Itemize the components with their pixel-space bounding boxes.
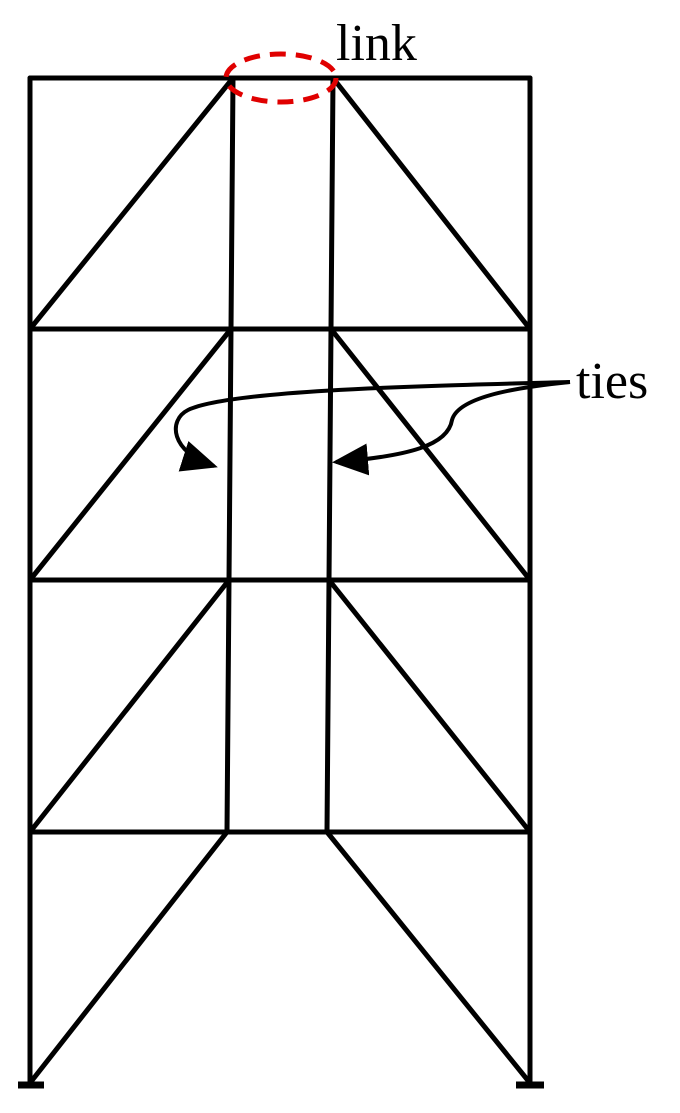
inner-left-column bbox=[224, 75, 236, 835]
ties-label: ties bbox=[576, 353, 648, 410]
brace-left-storey-2 bbox=[27, 577, 232, 835]
link-label: link bbox=[336, 15, 417, 72]
brace-right-storey-2 bbox=[326, 577, 533, 835]
ties-arrow-right bbox=[332, 380, 571, 476]
link-marker-ellipse bbox=[223, 51, 339, 105]
brace-left-storey-4 bbox=[27, 75, 236, 332]
inner-right-column bbox=[324, 75, 336, 835]
brace-left-storey-3 bbox=[27, 326, 234, 583]
ties-arrow-left bbox=[173, 380, 571, 472]
brace-left-storey-1 bbox=[27, 829, 230, 1086]
brace-right-storey-4 bbox=[330, 75, 533, 332]
brace-right-storey-3 bbox=[328, 326, 533, 583]
brace-right-storey-1 bbox=[324, 829, 533, 1086]
